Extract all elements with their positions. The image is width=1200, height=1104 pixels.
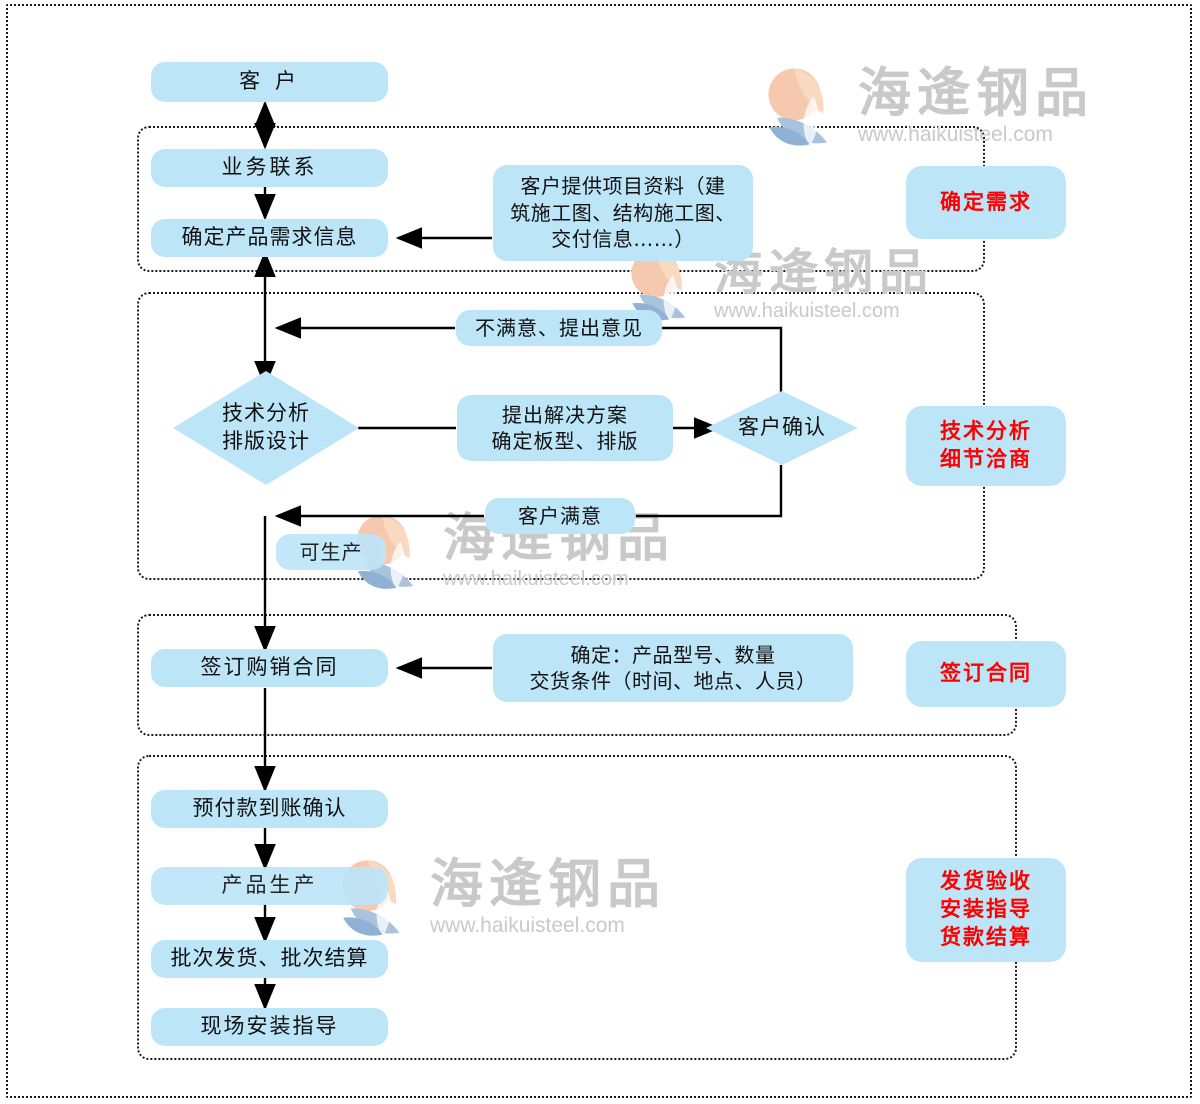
phase-label-requirement: 确定需求	[906, 166, 1066, 239]
node-not-satisfied[interactable]: 不满意、提出意见	[456, 310, 662, 346]
node-propose-solution[interactable]: 提出解决方案 确定板型、排版	[457, 395, 673, 461]
node-label: 技术分析 排版设计	[222, 401, 310, 453]
node-business-contact[interactable]: 业务联系	[151, 149, 388, 187]
phase-label-delivery: 发货验收 安装指导 货款结算	[906, 858, 1066, 962]
node-batch-ship-settle[interactable]: 批次发货、批次结算	[151, 940, 388, 978]
node-tech-analysis[interactable]: 技术分析 排版设计	[173, 371, 359, 485]
node-production[interactable]: 产品生产	[151, 867, 388, 905]
node-customer-provides-data[interactable]: 客户提供项目资料（建 筑施工图、结构施工图、 交付信息……）	[493, 165, 753, 261]
node-onsite-install-guide[interactable]: 现场安装指导	[151, 1008, 388, 1046]
node-label: 客户确认	[738, 415, 826, 440]
node-customer[interactable]: 客 户	[151, 62, 388, 102]
outer-frame	[6, 4, 1192, 1098]
phase-label-technical: 技术分析 细节洽商	[906, 406, 1066, 486]
node-customer-satisfied[interactable]: 客户满意	[485, 498, 635, 534]
node-customer-confirm[interactable]: 客户确认	[706, 391, 858, 465]
node-contract-details[interactable]: 确定：产品型号、数量 交货条件（时间、地点、人员）	[493, 634, 853, 702]
node-confirm-requirement-info[interactable]: 确定产品需求信息	[151, 219, 388, 257]
phase-label-contract: 签订合同	[906, 641, 1066, 707]
node-sign-contract[interactable]: 签订购销合同	[151, 649, 388, 687]
node-producible[interactable]: 可生产	[276, 534, 386, 570]
node-prepayment-confirm[interactable]: 预付款到账确认	[151, 790, 388, 828]
